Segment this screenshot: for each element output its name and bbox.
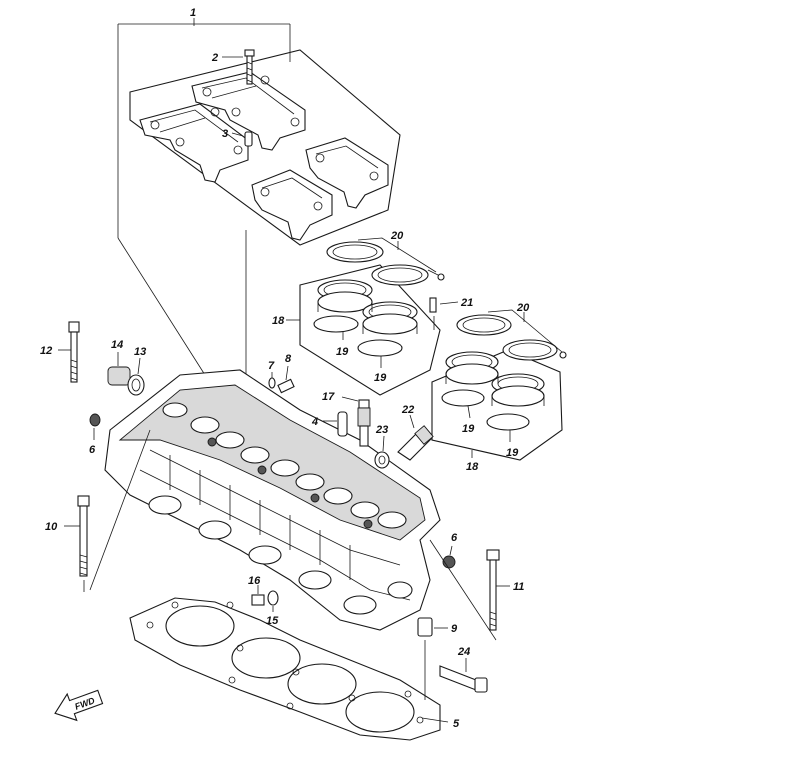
nut-6-left: [89, 413, 101, 440]
callout-9: 9: [451, 623, 458, 635]
callout-labels: 1 2 3 4 5 6 6 7 8 9 10 11 12 13 14 15 16…: [40, 7, 530, 730]
camshaft-holder: [305, 137, 389, 209]
callout-11: 11: [513, 581, 524, 593]
intake-clamp-right: [456, 309, 567, 361]
cylinder-head: [104, 369, 441, 631]
callout-18-right: 18: [466, 461, 479, 473]
stud-24: [439, 658, 488, 693]
callout-7: 7: [268, 360, 275, 372]
callout-19-b: 19: [374, 372, 387, 384]
callout-19-c: 19: [462, 423, 475, 435]
callout-20-left: 20: [390, 230, 404, 242]
valve-spring-row: [162, 402, 407, 529]
plug-4: [323, 411, 348, 437]
callout-24: 24: [457, 646, 470, 658]
nut-6-right: [442, 545, 456, 569]
intake-pipe-group-left: [286, 264, 459, 396]
clamp-screw: [429, 297, 437, 313]
callout-12: 12: [40, 345, 52, 357]
camshaft-holder: [191, 71, 306, 151]
callout-21: 21: [460, 297, 473, 309]
cylinder-head-gasket: [129, 597, 449, 741]
union-8: [277, 365, 295, 394]
callout-17: 17: [322, 391, 335, 403]
intake-clamp-left: [326, 237, 445, 286]
callout-22: 22: [401, 404, 414, 416]
callout-19-d: 19: [506, 447, 519, 459]
cap-nut-14: [107, 352, 131, 386]
holder-bolt: [244, 49, 255, 85]
callout-19-a: 19: [336, 346, 349, 358]
screw-16: [251, 585, 265, 606]
camshaft-holder: [139, 103, 249, 183]
head-bolt-11: [486, 549, 510, 631]
spark-plug-17: [341, 396, 371, 447]
camshaft-holder: [251, 169, 333, 241]
o-ring: [486, 413, 530, 431]
head-bolt-12: [58, 321, 80, 383]
callout-18-left: 18: [272, 315, 285, 327]
washer-23: [374, 435, 390, 469]
dowel-9: [417, 617, 448, 637]
callout-6-right: 6: [451, 532, 458, 544]
oring-7: [268, 372, 276, 389]
callout-8: 8: [285, 353, 292, 365]
callout-6-left: 6: [89, 444, 96, 456]
callout-3: 3: [222, 128, 228, 140]
head-bolt-10: [64, 495, 90, 592]
washer-13: [127, 357, 145, 396]
callout-23: 23: [375, 424, 388, 436]
sensor-22: [397, 414, 434, 461]
callout-16: 16: [248, 575, 261, 587]
callout-4: 4: [311, 416, 318, 428]
camshaft-holder-group: [117, 18, 401, 400]
callout-14: 14: [111, 339, 123, 351]
forward-direction-badge: FWD: [54, 689, 104, 722]
washer-15: [267, 590, 279, 612]
callout-13: 13: [134, 346, 146, 358]
callout-1: 1: [190, 7, 196, 19]
callout-15: 15: [266, 615, 279, 627]
intake-pipe-group-right: [431, 349, 563, 461]
callout-20-right: 20: [516, 302, 530, 314]
callout-5: 5: [453, 718, 460, 730]
o-ring: [441, 389, 485, 407]
dowel-pin: [244, 131, 253, 147]
callout-2: 2: [211, 52, 218, 64]
callout-10: 10: [45, 521, 58, 533]
o-ring: [357, 339, 403, 357]
o-ring: [313, 315, 359, 333]
